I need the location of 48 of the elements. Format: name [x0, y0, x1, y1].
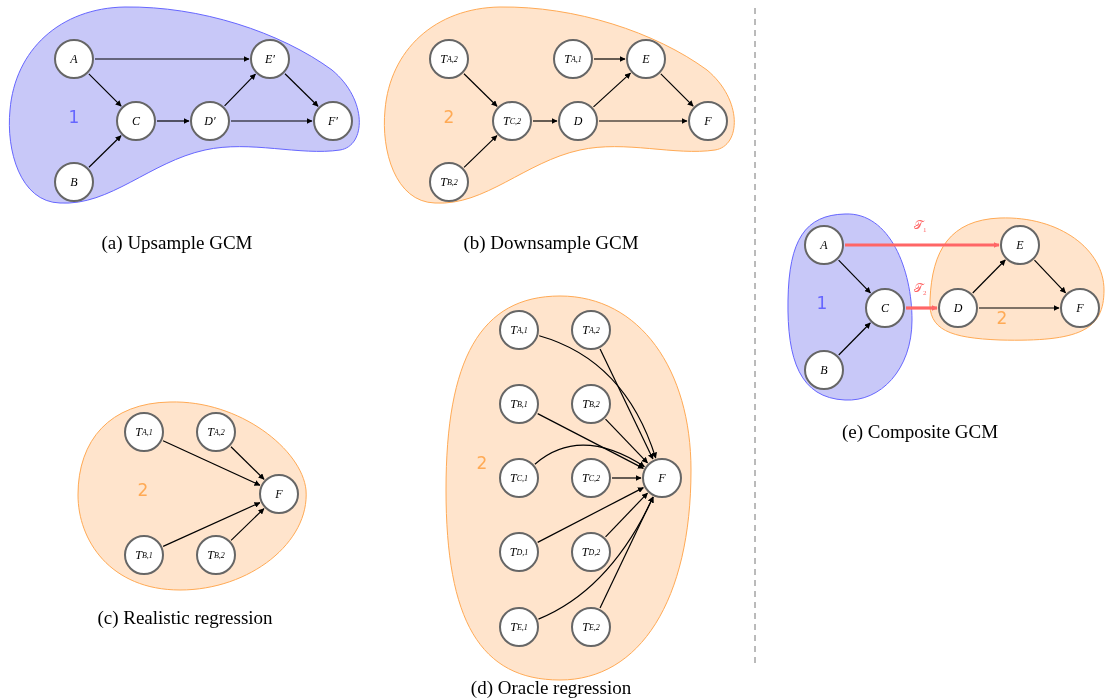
arrow [537, 413, 644, 469]
arrow [537, 487, 644, 543]
arrow [604, 492, 649, 538]
arrow [94, 56, 250, 62]
arrow [604, 418, 649, 464]
arrow [230, 508, 265, 541]
arrow [906, 305, 938, 311]
arrow [611, 475, 642, 481]
arrow [838, 259, 871, 294]
arrow [599, 496, 654, 609]
arrow [978, 305, 1060, 311]
arrow [532, 118, 558, 124]
cluster-number: 2 [475, 453, 489, 473]
arrow [156, 118, 190, 124]
cluster-number: 2 [442, 107, 456, 127]
figure-caption: (b) Downsample GCM [463, 232, 639, 254]
cluster-number: 2 [136, 480, 150, 500]
arrow [592, 72, 632, 108]
arrow [845, 242, 1000, 248]
arrow [224, 73, 256, 107]
arrow [593, 56, 626, 62]
arrow [660, 73, 694, 107]
cluster-number: 1 [815, 293, 829, 313]
arrow [972, 259, 1006, 294]
arrow [230, 446, 265, 480]
figure-caption: (d) Oracle regression [470, 677, 632, 699]
arrow [463, 73, 498, 107]
edge-label: 𝒯$_{1}$ [914, 218, 927, 237]
arrow [88, 73, 122, 107]
arrow [162, 502, 261, 547]
arrow [599, 348, 654, 460]
arrow [1033, 259, 1067, 294]
figure-caption: (e) Composite GCM [841, 421, 999, 443]
arrow [538, 335, 657, 459]
cluster-number: 1 [67, 107, 81, 127]
arrow [284, 73, 319, 107]
arrow [838, 322, 871, 356]
arrow [598, 118, 688, 124]
arrow [230, 118, 313, 124]
edge-label: 𝒯$_{2}$ [914, 281, 927, 300]
figure-caption: (a) Upsample GCM [101, 232, 253, 254]
arrow [88, 135, 122, 168]
arrow [463, 135, 498, 168]
cluster-number: 2 [995, 308, 1009, 328]
arrow [162, 440, 261, 486]
arrow [537, 496, 654, 620]
figure-caption: (c) Realistic regression [97, 607, 273, 629]
arrow [534, 444, 645, 468]
